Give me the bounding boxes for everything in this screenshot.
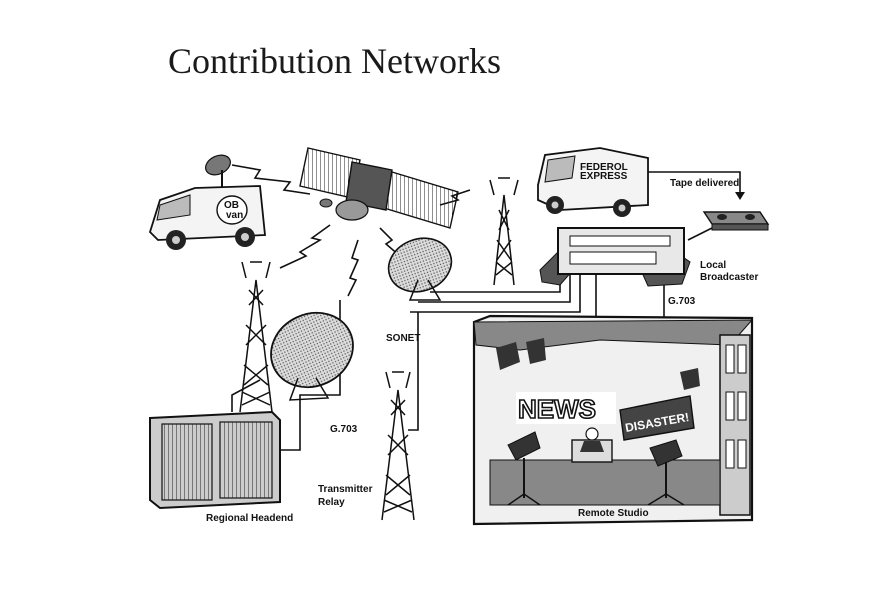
local-broadcaster-building (539, 227, 691, 287)
label-relay: Relay (318, 497, 345, 508)
label-g703-top: G.703 (668, 296, 696, 307)
news-sign-text: NEWS (518, 394, 596, 424)
ob-van-dish-icon (205, 154, 231, 188)
label-sonet: SONET (386, 333, 420, 344)
wire-sonet-to-broadcaster (418, 270, 571, 303)
satellite-icon (299, 147, 459, 229)
label-local: Local (700, 260, 726, 271)
tape-delivery-line (640, 171, 741, 196)
transmitter-relay-tower-icon (381, 371, 415, 521)
news-anchor-desk (571, 427, 613, 463)
express-van: FEDEROL EXPRESS (537, 147, 649, 217)
ob-van: OB van (148, 185, 266, 250)
wireless-link-satellite-to-tower-left (279, 224, 331, 269)
disaster-sign: DISASTER! (619, 395, 695, 441)
wireless-link-satellite-to-broadcaster-dish (379, 227, 401, 257)
tape-to-broadcaster-line (687, 227, 713, 241)
wireless-link-satellite-to-relay (347, 239, 360, 297)
label-broadcaster: Broadcaster (700, 272, 758, 283)
wire-relay-to-broadcaster (410, 270, 581, 313)
studio-camera-left-icon (507, 431, 541, 506)
label-regional-headend: Regional Headend (206, 513, 293, 524)
transmission-tower-center-icon (489, 177, 519, 286)
wireless-link-ob-dish-to-satellite (231, 164, 311, 195)
van-ob-text-2: van (226, 210, 243, 221)
label-g703-left: G.703 (330, 424, 358, 435)
label-transmitter: Transmitter (318, 484, 373, 495)
label-tape-delivered: Tape delivered (670, 178, 739, 189)
transmission-tower-left-icon (239, 261, 273, 413)
headend-dish-icon (270, 311, 354, 401)
page-title: Contribution Networks (168, 41, 501, 81)
studio-camera-right-icon (647, 439, 685, 506)
wire-regional-to-dish (231, 379, 261, 412)
regional-headend-rack (149, 410, 281, 510)
van-express-text-2: EXPRESS (580, 171, 628, 182)
tape-delivery-arrowhead (735, 192, 745, 200)
van-ob-text-1: OB (224, 200, 239, 211)
van-express-text-1: FEDEROL (580, 162, 628, 173)
label-remote-studio: Remote Studio (578, 508, 649, 519)
broadcaster-dish-icon (387, 237, 453, 301)
studio-light-icon (496, 338, 700, 390)
news-sign: NEWS (516, 392, 616, 425)
wire-relay-down (408, 312, 419, 431)
tape-cassette-icon (702, 211, 770, 231)
